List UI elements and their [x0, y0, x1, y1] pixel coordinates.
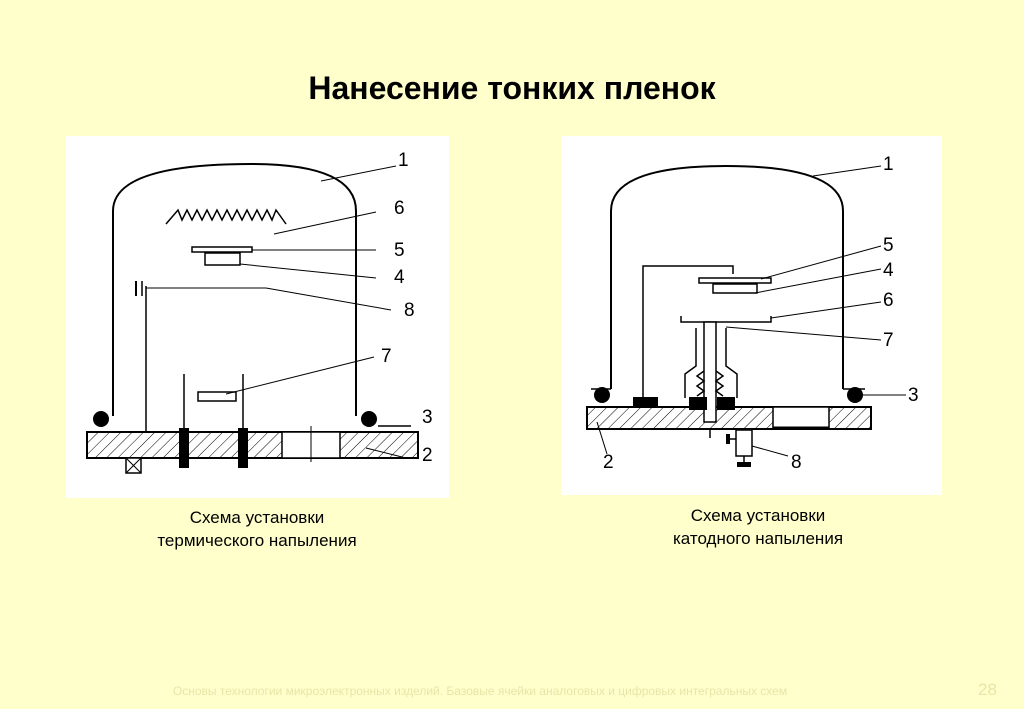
thermal-evaporation-caption: Схема установки термического напыления [107, 506, 407, 552]
base-plate [86, 431, 419, 459]
seal-right [847, 387, 863, 403]
label-7: 7 [381, 346, 392, 367]
label-5: 5 [883, 235, 894, 256]
label-4: 4 [883, 260, 894, 281]
label-6: 6 [883, 290, 894, 311]
label-3: 3 [908, 385, 919, 406]
feedthrough-right [238, 428, 248, 468]
caption-line-2: термического напыления [157, 531, 357, 550]
caption-line-1: Схема установки [690, 506, 826, 525]
label-8: 8 [404, 300, 415, 321]
shield [684, 328, 697, 398]
feedthrough-right [717, 397, 735, 410]
label-7: 7 [883, 330, 894, 351]
label-1: 1 [398, 150, 409, 171]
label-3: 3 [422, 407, 433, 428]
substrate-holder [191, 246, 253, 253]
cathode-sputtering-diagram: 1 5 4 6 7 3 2 8 [561, 136, 942, 495]
slide-footer: Основы технологии микроэлектронных издел… [172, 684, 788, 698]
substrate [712, 283, 758, 294]
substrate-holder [698, 277, 772, 284]
bell-jar [610, 164, 844, 389]
heater [165, 208, 287, 225]
feedthrough-left [689, 397, 707, 410]
pump-port [772, 406, 830, 430]
caption-line-1: Схема установки [189, 508, 325, 527]
label-4: 4 [394, 267, 405, 288]
label-2: 2 [603, 452, 614, 473]
label-1: 1 [883, 154, 894, 175]
thermal-evaporation-diagram: 1 6 5 4 8 7 3 2 [66, 136, 449, 498]
cathode [680, 316, 772, 323]
feedthrough-left [179, 428, 189, 468]
label-2: 2 [422, 445, 433, 466]
evaporator-boat [197, 391, 237, 402]
seal-right [361, 411, 377, 427]
anode-insulator [633, 397, 658, 407]
insulator-spring [714, 370, 725, 397]
caption-line-2: катодного напыления [672, 529, 844, 548]
valve-body [735, 429, 753, 457]
seal-left [93, 411, 109, 427]
cathode-sputtering-caption: Схема установки катодного напыления [608, 504, 908, 550]
label-8: 8 [791, 452, 802, 473]
bell-jar [112, 162, 357, 416]
label-5: 5 [394, 240, 405, 261]
slide-title: Нанесение тонких пленок [308, 70, 716, 106]
page-number: 28 [978, 680, 997, 699]
seal-left [594, 387, 610, 403]
anode-wire [642, 265, 734, 398]
substrate [204, 252, 241, 266]
label-6: 6 [394, 198, 405, 219]
